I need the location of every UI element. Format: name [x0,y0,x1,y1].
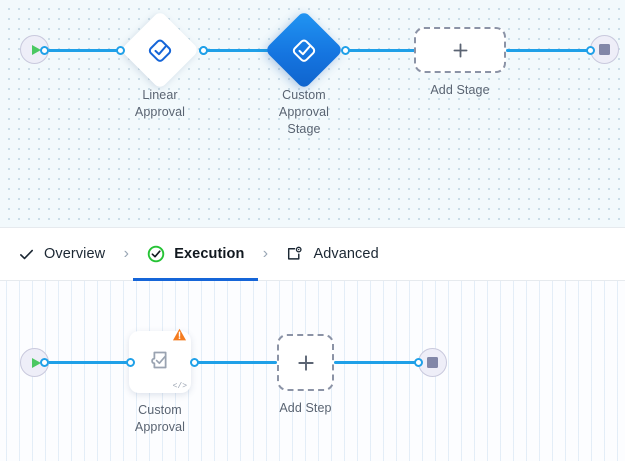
tab-advanced[interactable]: Advanced [284,228,380,281]
plus-icon [453,43,467,57]
tab-advanced-label: Advanced [313,246,379,262]
stage-end-node[interactable] [590,35,619,64]
code-glyph-icon: </> [172,382,187,391]
add-step-label: Add Step [279,401,332,415]
tab-execution-label: Execution [174,246,245,262]
approval-check-icon [147,37,174,64]
port-linear-approval-in[interactable] [115,45,125,55]
play-icon [31,44,41,55]
port-custom-approval-in[interactable] [125,358,135,367]
edge-start-to-custom-approval [44,361,130,364]
warning-icon [172,327,187,342]
add-stage-placeholder[interactable]: Add Stage [414,27,506,99]
tab-execution[interactable]: Execution [133,228,259,281]
port-end-in[interactable] [586,45,595,55]
stage-node-label: Linear Approval [134,88,186,119]
edge-add-stage-to-end [506,48,590,52]
port-custom-stage-out[interactable] [341,45,350,55]
edge-add-step-to-end [334,361,418,364]
tab-separator-icon-2: › [262,245,269,262]
edge-custom-approval-to-add-step [192,361,277,364]
port-custom-approval-out[interactable] [190,358,199,367]
stage-diamond-shape[interactable] [120,10,200,90]
check-icon [18,246,35,263]
stop-icon [427,357,438,368]
add-stage-button[interactable] [414,27,506,73]
step-node-label: Custom Approval [134,403,186,434]
edge-start-to-linear-approval [44,48,120,52]
port-start-out[interactable] [40,45,49,55]
wizard-tab-bar: Overview › Execution › Advanced [0,227,625,281]
stage-flow-canvas[interactable]: Linear Approval Custom Approval Stage [0,0,625,227]
check-circle-icon [147,245,165,263]
step-card[interactable]: </> [129,328,191,393]
plus-icon [297,354,314,371]
window-gear-icon [286,245,304,263]
play-icon [31,357,41,368]
step-flow-canvas[interactable]: </> Custom Approval Add Step [0,281,625,461]
stage-node-label: Custom Approval Stage [278,88,330,136]
step-node-custom-approval[interactable]: </> Custom Approval [129,328,191,436]
stage-node-linear-approval[interactable]: Linear Approval [120,10,200,121]
edge-linear-to-custom-stage [200,48,278,52]
tab-overview[interactable]: Overview [16,228,107,281]
stage-start-node[interactable] [20,35,49,64]
add-stage-label: Add Stage [430,83,490,97]
end-node-circle[interactable] [590,35,619,64]
stop-icon [599,44,610,55]
port-custom-stage-in[interactable] [199,45,208,55]
stage-node-custom-approval-stage[interactable]: Custom Approval Stage [264,10,344,138]
port-step-end-in[interactable] [414,358,423,367]
edge-custom-stage-to-add-stage [345,48,418,52]
add-step-button[interactable] [277,334,334,391]
custom-approval-icon [145,345,175,380]
port-step-start-out[interactable] [40,358,49,367]
tab-overview-label: Overview [44,246,106,262]
approval-check-icon [291,37,318,64]
add-step-placeholder[interactable]: Add Step [277,334,334,417]
start-node-circle[interactable] [20,35,49,64]
tab-separator-icon: › [123,245,129,262]
stage-diamond-shape-selected[interactable] [264,10,344,90]
